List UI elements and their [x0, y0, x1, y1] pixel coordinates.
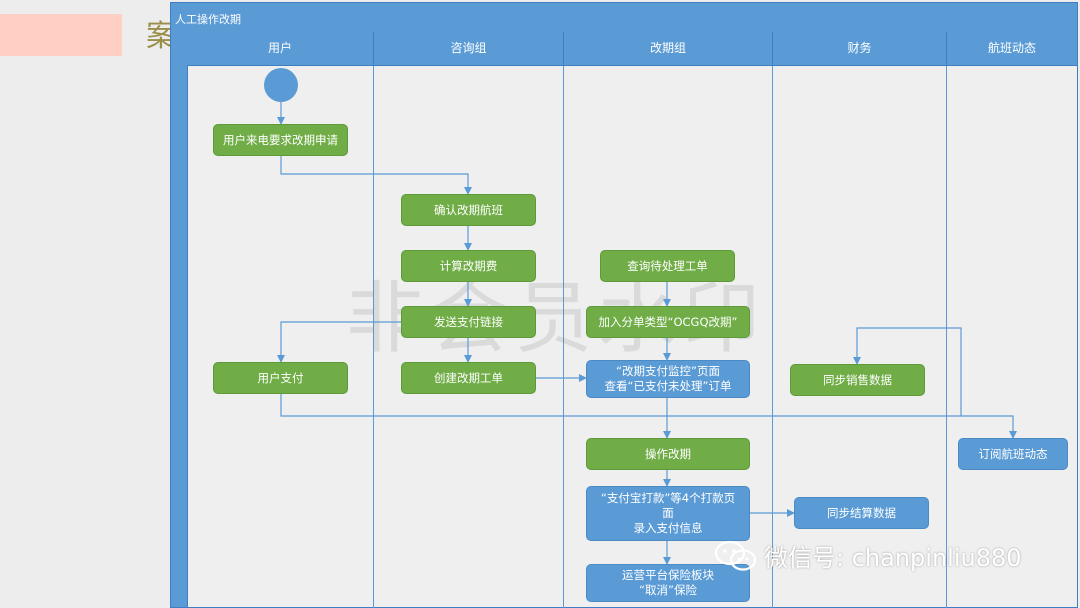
node-calc-fee: 计算改期费: [401, 250, 536, 282]
node-operate-change: 操作改期: [586, 438, 750, 470]
node-user-pay: 用户支付: [213, 362, 348, 394]
lane-header-consult: 咨询组: [374, 32, 564, 66]
node-payment-monitor: “改期支付监控”页面 查看“已支付未处理”订单: [586, 360, 750, 398]
node-create-ticket: 创建改期工单: [401, 362, 536, 394]
lane-header-change: 改期组: [564, 32, 773, 66]
lane-header-flight-status: 航班动态: [947, 32, 1078, 66]
start-node: [264, 68, 298, 102]
swimlane-left-strip: [171, 34, 188, 607]
node-user-request: 用户来电要求改期申请: [213, 124, 348, 156]
lane-header-user: 用户: [187, 32, 374, 66]
lane-divider: [563, 66, 564, 608]
node-query-pending: 查询待处理工单: [600, 250, 735, 282]
wechat-icon: [714, 540, 757, 571]
node-subscribe-flight: 订阅航班动态: [958, 438, 1068, 470]
wechat-watermark: 微信号: chanpinliu880: [714, 538, 1022, 573]
node-send-link: 发送支付链接: [401, 306, 536, 338]
node-cancel-insurance: 运营平台保险板块 “取消”保险: [586, 564, 750, 602]
pink-side-bar: [0, 14, 122, 56]
swimlane-title: 人工操作改期: [175, 13, 241, 26]
node-add-type: 加入分单类型“OCGQ改期”: [586, 306, 750, 338]
swimlane-title-bar: 人工操作改期: [171, 3, 1077, 35]
node-sync-sales: 同步销售数据: [790, 364, 925, 396]
lane-header-finance: 财务: [773, 32, 947, 66]
lane-divider: [772, 66, 773, 608]
node-sync-settlement: 同步结算数据: [794, 497, 929, 529]
wechat-id: 微信号: chanpinliu880: [764, 544, 1022, 572]
node-confirm-flight: 确认改期航班: [401, 194, 536, 226]
node-alipay-payout: “支付宝打款”等4个打款页 面 录入支付信息: [586, 486, 750, 541]
lane-divider: [946, 66, 947, 608]
